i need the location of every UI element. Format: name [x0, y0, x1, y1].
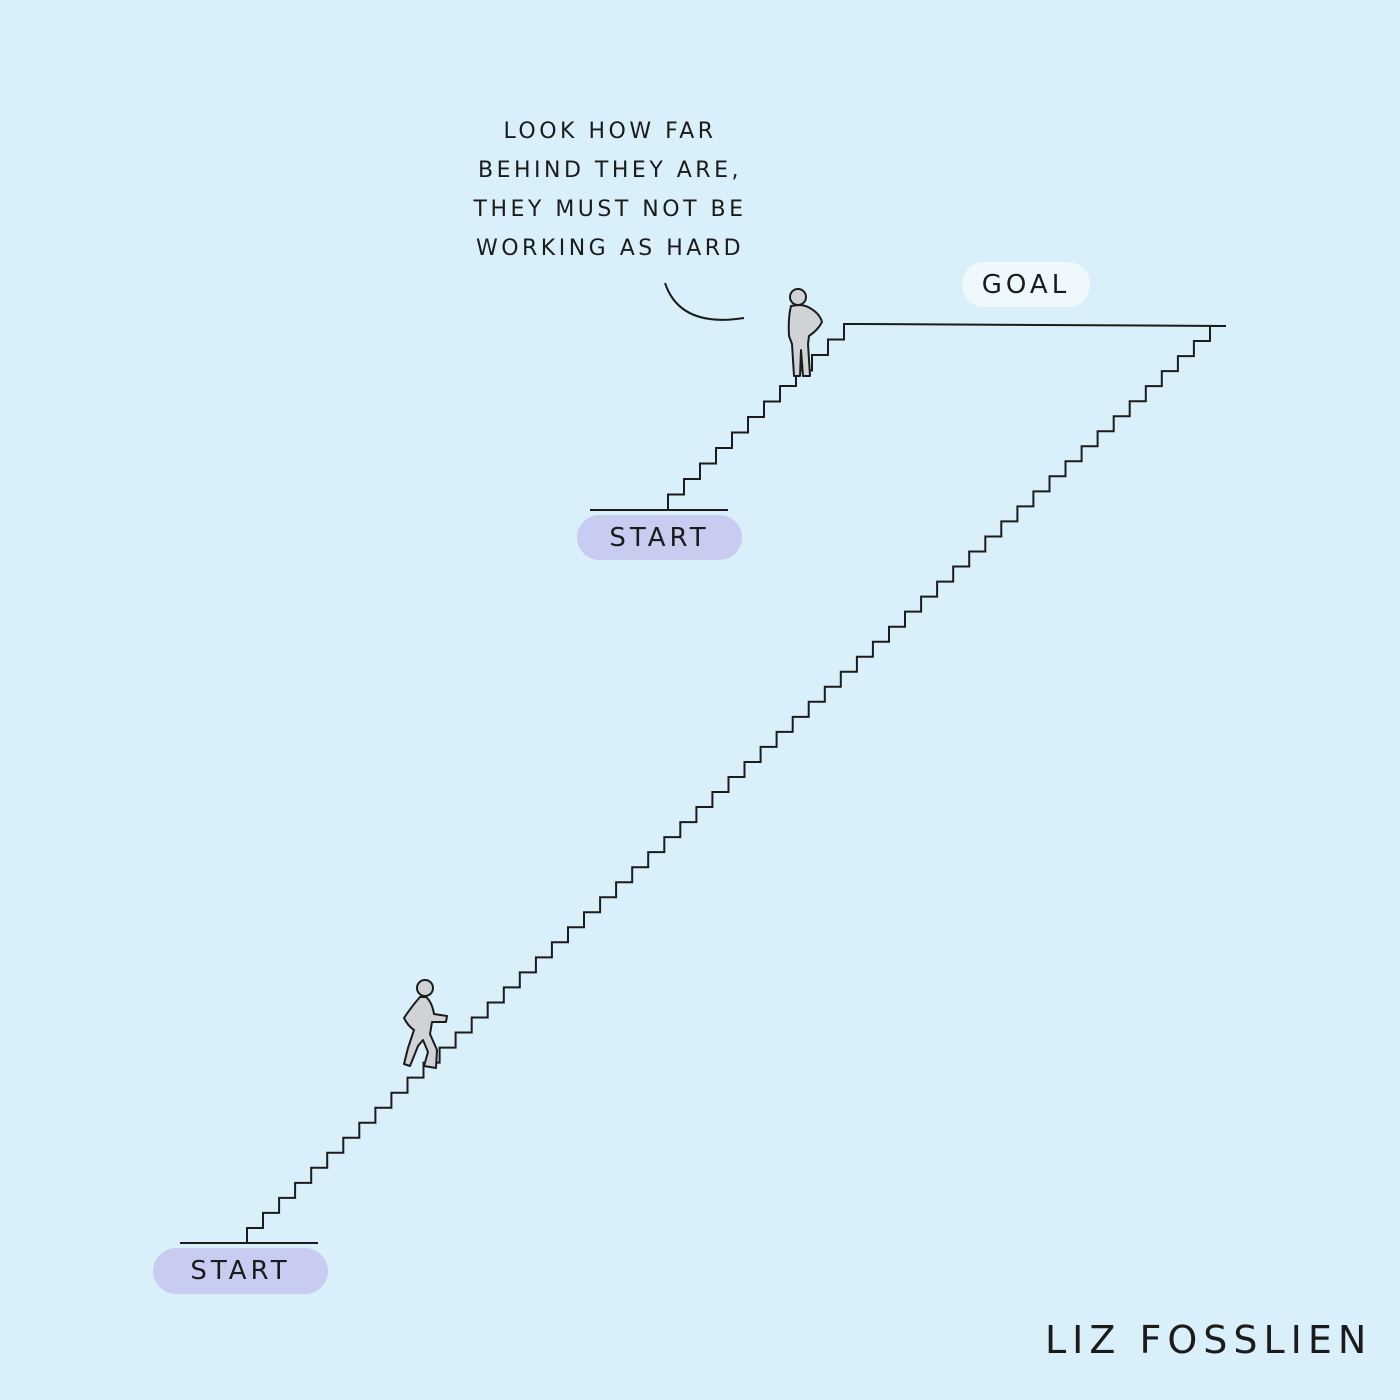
goal-platform [857, 323, 1227, 327]
speech-tail [664, 282, 745, 321]
speech-line: LOOK HOW FAR [503, 119, 717, 144]
start-label-top: START [577, 515, 742, 560]
speech-line: THEY MUST NOT BE [473, 197, 747, 222]
long-staircase [246, 325, 1226, 1243]
speech-line: BEHIND THEY ARE, [478, 158, 742, 183]
goal-label: GOAL [962, 262, 1090, 307]
standing-person-figure [787, 288, 823, 377]
start-label-bottom: START [153, 1248, 328, 1294]
short-staircase [667, 323, 860, 510]
artist-signature: LIZ FOSSLIEN [1045, 1318, 1373, 1362]
speech-bubble-text: LOOK HOW FAR BEHIND THEY ARE, THEY MUST … [430, 112, 790, 268]
speech-line: WORKING AS HARD [475, 236, 745, 261]
walking-person-figure [403, 979, 448, 1069]
